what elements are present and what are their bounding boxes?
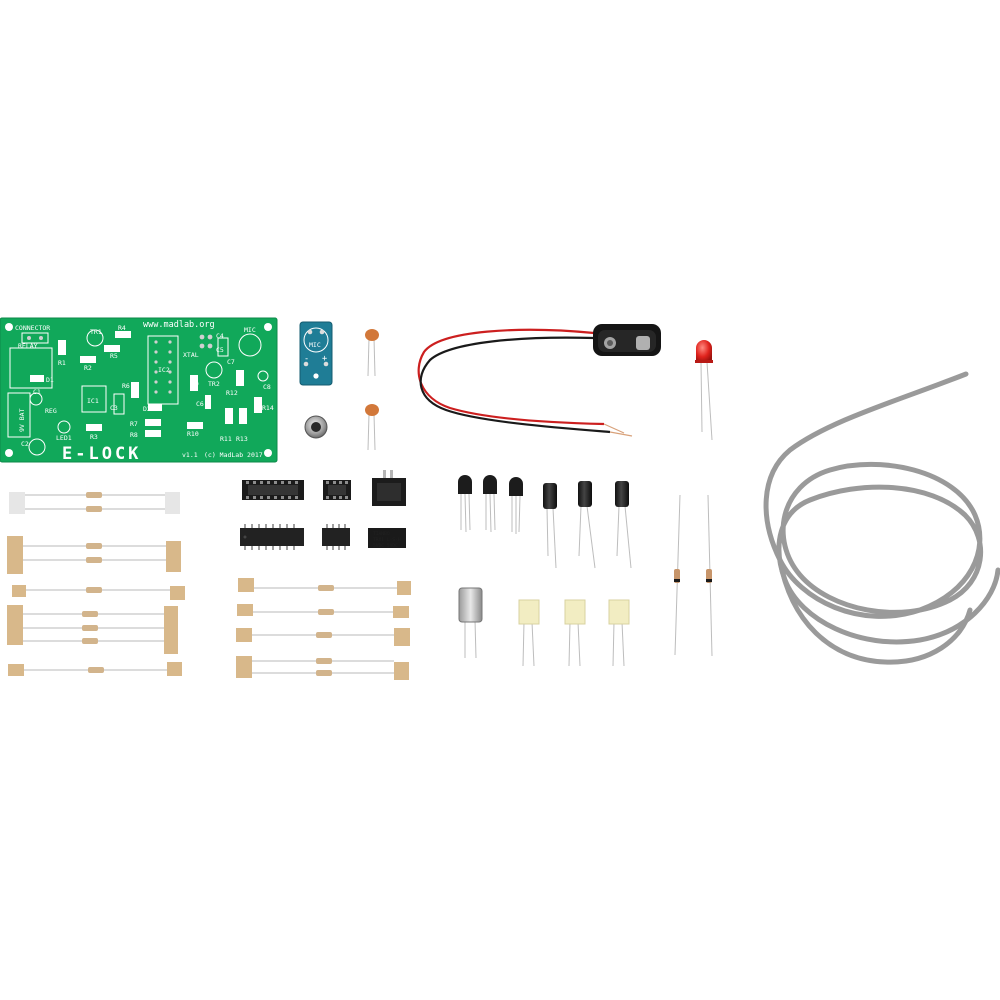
label-ic2: IC2 [158, 366, 170, 374]
transistor-icon [483, 475, 497, 533]
label-r1: R1 [58, 359, 66, 367]
resistor-strip-icon [7, 605, 178, 654]
battery-snap-icon [417, 324, 661, 437]
label-r10: R10 [187, 430, 199, 438]
label-c5: C5 [216, 346, 224, 354]
label-tr2: TR2 [208, 380, 220, 388]
label-tr1: TR1 [90, 328, 102, 336]
label-c7: C7 [227, 358, 235, 366]
resistor-strip-icon [7, 536, 181, 574]
ic-chip-8-icon [322, 524, 350, 550]
switch-icon [372, 470, 406, 506]
resistor-strip-icon [236, 628, 410, 646]
relay-icon: TIANBO TRX1 L-S-H 5VDC 5VDC [368, 528, 406, 549]
ceramic-capacitor-icon [365, 329, 379, 377]
film-capacitor-icon [608, 599, 630, 667]
label-r2: R2 [84, 364, 92, 372]
label-r7: R7 [130, 420, 138, 428]
crystal-icon [458, 587, 483, 659]
electrolytic-capacitor-icon [615, 481, 632, 569]
label-r8: R8 [130, 431, 138, 439]
label-xtal: XTAL [183, 351, 199, 359]
mic-board-label: MIC [309, 341, 321, 349]
ic-socket-16-icon [242, 480, 304, 500]
label-r14: R14 [262, 404, 274, 412]
ic-chip-16-icon [240, 524, 304, 550]
pcb-title: E-LOCK [62, 444, 141, 464]
grey-wire-icon [763, 371, 1000, 665]
resistor-strip-middle [236, 578, 411, 680]
relay-text-line1: TIANBO [373, 531, 390, 537]
label-battery: 9V BAT [18, 408, 26, 432]
ceramic-capacitor-icon [365, 404, 379, 451]
electrolytic-capacitor-icon [578, 481, 596, 569]
resistor-strip-icon [236, 656, 409, 680]
resistor-strip-icon [237, 604, 409, 618]
label-r12: R12 [226, 389, 238, 397]
label-d1: D1 [46, 376, 54, 384]
pcb-version: v1.1 [182, 451, 198, 459]
mic-board-plus: + [322, 354, 327, 364]
microphone-capsule-icon [304, 415, 328, 439]
mounting-hole [5, 323, 13, 331]
label-mic: MIC [244, 326, 256, 334]
mounting-hole [264, 449, 272, 457]
label-relay: RELAY [18, 342, 38, 350]
resistor-strip-left [7, 492, 185, 676]
resistor-strip-icon [12, 585, 185, 600]
microphone-board: MIC - + [299, 321, 333, 386]
label-ic1: IC1 [87, 397, 99, 405]
label-connector: CONNECTOR [15, 324, 50, 332]
label-r11: R11 [220, 435, 232, 443]
label-r13: R13 [236, 435, 248, 443]
resistor-strip-icon [238, 578, 411, 595]
label-r4: R4 [118, 324, 126, 332]
mounting-hole [264, 323, 272, 331]
label-led1: LED1 [56, 434, 72, 442]
red-led-icon [695, 340, 713, 441]
label-r9: R9 [191, 380, 199, 388]
diode-icon [674, 494, 681, 656]
pcb-website: www.madlab.org [143, 320, 215, 330]
film-capacitor-icon [564, 599, 586, 667]
relay-text-line3: 5VDC 5VDC [373, 543, 398, 549]
label-r3: R3 [90, 433, 98, 441]
transistor-icon [458, 475, 472, 533]
label-d2: D2 [143, 405, 151, 413]
electrolytic-capacitor-icon [543, 483, 557, 569]
ic-socket-8-icon [323, 480, 351, 500]
mic-board-minus: - [304, 354, 309, 364]
mounting-hole [5, 449, 13, 457]
resistor-strip-icon [8, 662, 182, 676]
pcb-board: www.madlab.org CONNECTOR RELAY TR1 R4 R1… [0, 317, 278, 464]
label-c3: C3 [110, 404, 118, 412]
relay-text-line2: TRX1 L-S-H [373, 537, 401, 543]
label-reg: REG [45, 407, 57, 415]
film-capacitor-icon [518, 599, 540, 667]
label-c1: C1 [33, 388, 41, 396]
label-c4: C4 [216, 332, 224, 340]
diode-icon [706, 494, 713, 657]
label-c6: C6 [196, 400, 204, 408]
label-c8: C8 [263, 383, 271, 391]
label-r6: R6 [122, 382, 130, 390]
label-c2: C2 [21, 440, 29, 448]
label-r5: R5 [110, 352, 118, 360]
resistor-strip-icon [9, 492, 180, 514]
transistor-icon [509, 477, 523, 534]
pcb-copyright: (c) MadLab 2017 [204, 451, 263, 459]
